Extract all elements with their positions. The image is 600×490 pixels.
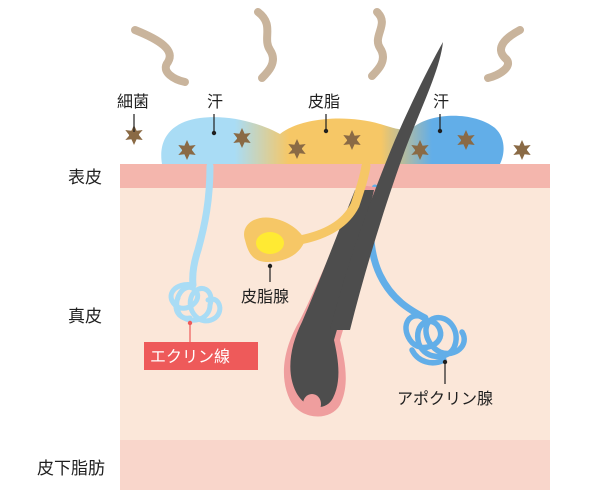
sweat-left-marker: [211, 130, 217, 136]
sweat-left-label: 汗: [207, 92, 223, 111]
odor-wisp-2: [254, 8, 277, 82]
eccrine-tag: [144, 342, 258, 370]
odor-wisp-4: [484, 26, 524, 82]
sebaceous-core: [256, 232, 284, 254]
eccrine-duct: [189, 162, 214, 289]
sebaceous-label: 皮脂腺: [241, 287, 289, 306]
apocrine-label: アポクリン腺: [397, 389, 493, 408]
bacterium: [513, 140, 531, 160]
sweat-right-label: 汗: [433, 92, 449, 111]
hair-shaft: [330, 42, 443, 330]
epidermis-label: 表皮: [68, 168, 102, 188]
bacteria-label: 細菌: [117, 92, 149, 111]
odor-wisp-1: [131, 26, 189, 86]
dermal-papilla: [303, 394, 321, 414]
eccrine-label: エクリン線: [150, 347, 230, 366]
sebum-marker: [323, 128, 329, 134]
surface-secretion: [161, 115, 504, 164]
eccrine-gland: [168, 282, 223, 324]
sebum-label: 皮脂: [308, 92, 340, 111]
odor-wisp-3: [368, 8, 387, 80]
subcutaneous-label: 皮下脂肪: [37, 459, 105, 479]
dermis-label: 真皮: [68, 307, 102, 327]
hair-bulb-inner: [290, 190, 374, 408]
sebaceous-duct: [295, 161, 371, 245]
subcutaneous-layer: [120, 440, 550, 490]
apocrine-gland: [403, 313, 467, 366]
epidermis-layer: [120, 164, 550, 188]
odor-wisps: [131, 8, 524, 86]
sweat-right-marker: [437, 128, 443, 134]
